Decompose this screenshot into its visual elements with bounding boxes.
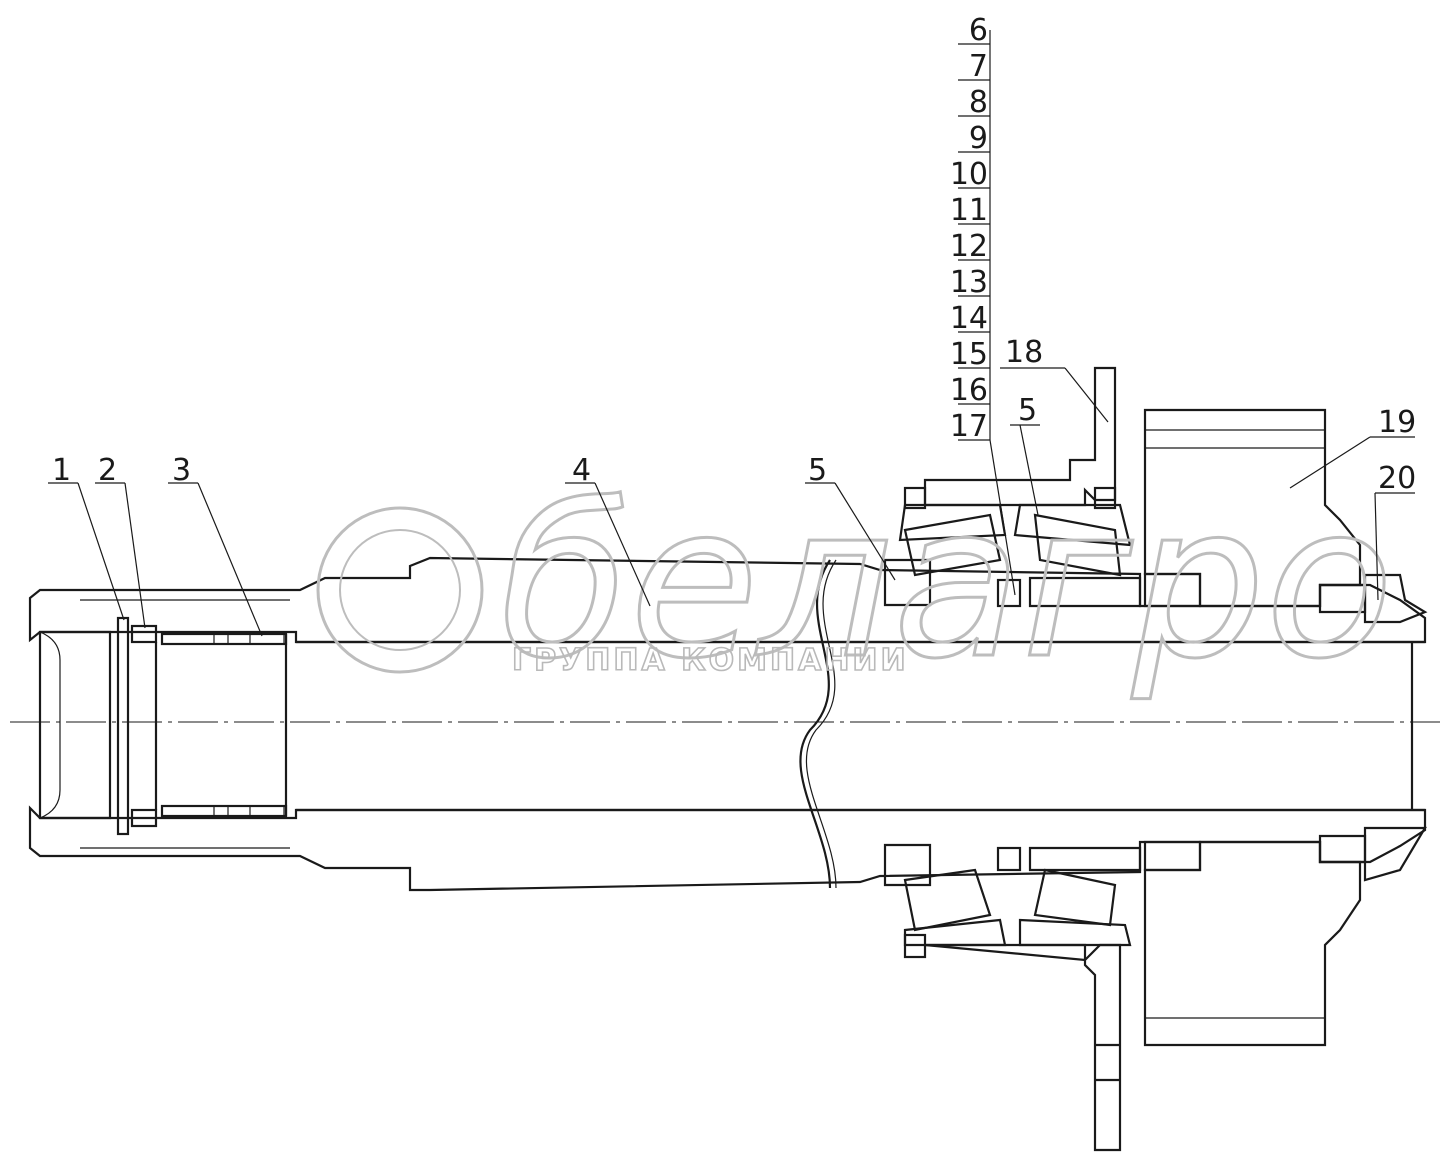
bearing-spacer — [996, 578, 1022, 872]
callout-13: 13 — [950, 265, 988, 300]
needle-bearing-3 — [160, 632, 288, 818]
leader-lines — [48, 30, 1415, 637]
callout-7: 7 — [969, 49, 988, 84]
watermark-logo: белагро — [500, 460, 1394, 705]
callout-11: 11 — [950, 193, 988, 228]
callout-15: 15 — [950, 337, 988, 372]
callout-14: 14 — [950, 301, 988, 336]
callout-5-lower: 5 — [808, 453, 827, 488]
tapered-bearing-lower-right — [1018, 846, 1142, 947]
callout-1: 1 — [52, 453, 71, 488]
break-line — [799, 559, 832, 889]
washer-2 — [130, 624, 158, 828]
watermark-caption: ГРУППА КОМПАНИИ — [512, 643, 909, 678]
callout-20: 20 — [1378, 461, 1416, 496]
bearing-housing-lower — [903, 933, 1122, 1152]
callout-3: 3 — [172, 453, 191, 488]
callout-5-upper: 5 — [1018, 393, 1037, 428]
socket-left — [38, 599, 290, 849]
callout-8: 8 — [969, 85, 988, 120]
watermark: белагро ГРУППА КОМПАНИИ — [316, 459, 1395, 707]
callout-19: 19 — [1378, 405, 1416, 440]
callout-18: 18 — [1005, 335, 1043, 370]
shaft-lower-wall — [28, 805, 1427, 892]
callout-10: 10 — [950, 157, 988, 192]
hub-19-lower — [1143, 840, 1362, 1047]
callout-17: 17 — [950, 409, 988, 444]
callout-12: 12 — [950, 229, 988, 264]
callout-stack-dividers — [958, 43, 990, 441]
retaining-ring-1 — [116, 616, 130, 836]
callout-9: 9 — [969, 121, 988, 156]
tapered-bearing-lower-left — [883, 843, 1007, 947]
callout-16: 16 — [950, 373, 988, 408]
callout-4: 4 — [572, 453, 591, 488]
callout-6: 6 — [969, 13, 988, 48]
nut-20 — [1318, 573, 1428, 882]
bearing-housing-upper — [903, 366, 1117, 510]
callout-2: 2 — [98, 453, 117, 488]
tapered-bearing-upper-right — [1013, 503, 1142, 608]
